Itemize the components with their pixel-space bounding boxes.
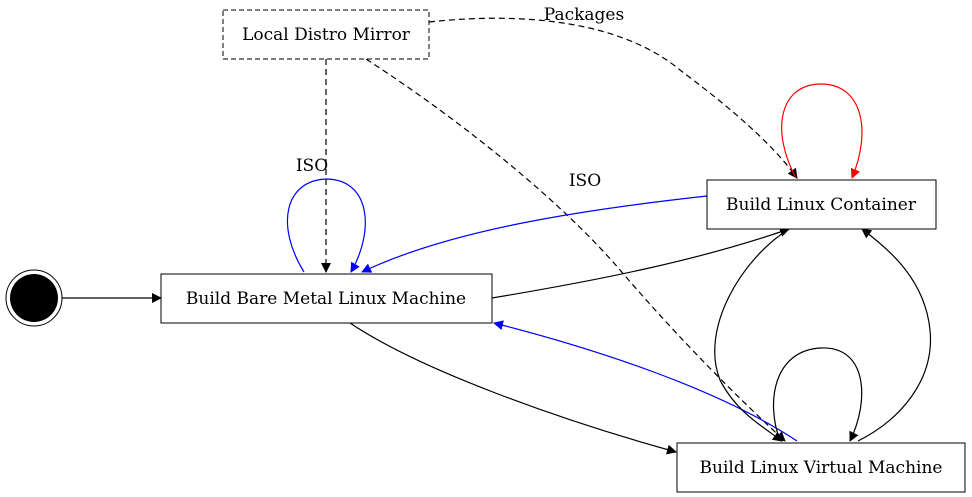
edge-bare-metal-self-loop bbox=[286, 178, 366, 273]
edge-mirror-to-vm bbox=[365, 58, 786, 442]
node-build-linux-vm: Build Linux Virtual Machine bbox=[676, 442, 966, 493]
node-label-mirror: Local Distro Mirror bbox=[242, 25, 411, 45]
edge-container-to-vm bbox=[714, 228, 790, 442]
edge-vm-to-container bbox=[857, 228, 932, 442]
node-build-linux-container: Build Linux Container bbox=[706, 179, 937, 230]
edge-label-packages: Packages bbox=[544, 5, 624, 25]
edge-bare-metal-to-vm bbox=[349, 322, 677, 455]
edge-label-iso-bare-metal: ISO bbox=[296, 156, 328, 176]
node-label-bare-metal: Build Bare Metal Linux Machine bbox=[186, 289, 466, 309]
edge-container-self-loop bbox=[781, 83, 863, 179]
edge-bare-metal-to-container bbox=[491, 227, 790, 299]
edge-vm-to-bare-metal bbox=[493, 320, 798, 442]
edge-mirror-to-container bbox=[428, 17, 798, 179]
node-local-distro-mirror: Local Distro Mirror bbox=[222, 9, 430, 60]
node-build-bare-metal: Build Bare Metal Linux Machine bbox=[160, 273, 493, 324]
edge-vm-self-loop bbox=[773, 347, 863, 442]
start-state bbox=[5, 269, 63, 327]
node-label-vm: Build Linux Virtual Machine bbox=[700, 458, 943, 478]
edge-label-iso-vm: ISO bbox=[569, 171, 601, 191]
node-label-container: Build Linux Container bbox=[726, 195, 917, 215]
edge-container-to-bare-metal bbox=[361, 195, 708, 273]
